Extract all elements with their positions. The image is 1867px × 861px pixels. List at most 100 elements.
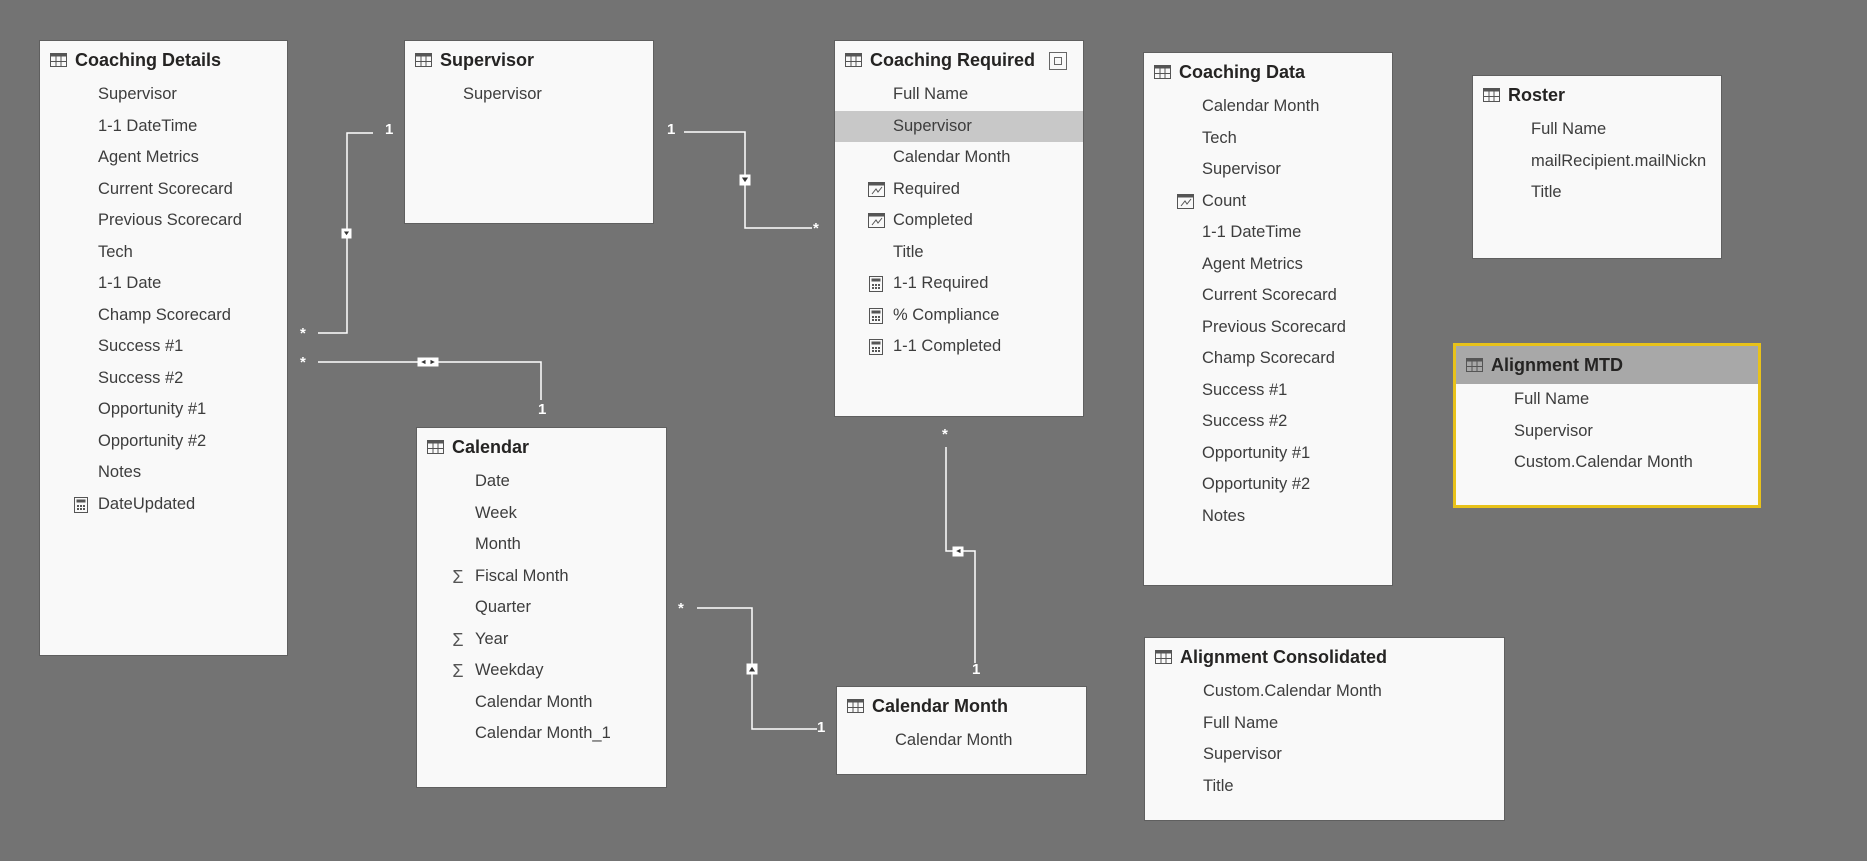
field-item[interactable]: Champ Scorecard (40, 300, 287, 332)
field-item[interactable]: Success #2 (1144, 406, 1392, 438)
field-label: Supervisor (463, 85, 542, 103)
table-header[interactable]: Alignment MTD (1456, 346, 1758, 384)
field-item[interactable]: Supervisor (1456, 416, 1758, 448)
table-title: Coaching Required (870, 49, 1036, 70)
field-item[interactable]: Supervisor (835, 110, 1083, 142)
field-item[interactable]: Title (835, 237, 1083, 269)
field-item[interactable]: Month (417, 529, 666, 561)
field-label: Title (893, 242, 924, 261)
field-item[interactable]: Custom.Calendar Month (1145, 676, 1504, 708)
field-item[interactable]: Tech (1144, 123, 1392, 155)
field-label: Current Scorecard (1202, 286, 1337, 304)
field-label: Tech (1202, 128, 1237, 147)
relationship-supervisor-coaching-required (684, 131, 812, 229)
field-item[interactable]: % Compliance (835, 300, 1083, 332)
field-item[interactable]: 1-1 Completed (835, 331, 1083, 363)
cardinality-many: * (678, 600, 684, 617)
field-item[interactable]: Supervisor (1144, 154, 1392, 186)
table-header[interactable]: Roster (1473, 76, 1721, 114)
field-item[interactable]: 1-1 DateTime (40, 111, 287, 143)
field-item[interactable]: Title (1145, 771, 1504, 803)
field-item[interactable]: Agent Metrics (40, 142, 287, 174)
field-label: Required (893, 179, 960, 198)
field-item[interactable]: Week (417, 498, 666, 530)
field-item[interactable]: Tech (40, 237, 287, 269)
table-icon (1155, 650, 1172, 664)
field-item[interactable]: Supervisor (1145, 739, 1504, 771)
field-item[interactable]: Champ Scorecard (1144, 343, 1392, 375)
field-item[interactable]: Notes (1144, 501, 1392, 533)
field-item[interactable]: Calendar Month (417, 687, 666, 719)
field-item[interactable]: Notes (40, 457, 287, 489)
field-item[interactable]: Quarter (417, 592, 666, 624)
field-item[interactable]: Opportunity #2 (1144, 469, 1392, 501)
field-item[interactable]: Previous Scorecard (40, 205, 287, 237)
table-title: Coaching Details (75, 49, 222, 70)
table-title: Alignment Consolidated (1180, 646, 1387, 667)
field-item[interactable]: Success #1 (40, 331, 287, 363)
field-item[interactable]: Full Name (1456, 384, 1758, 416)
cardinality-many: * (300, 354, 306, 371)
table-header[interactable]: Coaching Data (1144, 53, 1392, 91)
field-item[interactable]: Date (417, 466, 666, 498)
sigma-icon: Σ (452, 661, 464, 681)
field-item[interactable]: Supervisor (40, 79, 287, 111)
kpi-icon (868, 181, 885, 198)
cardinality-many: * (813, 220, 819, 237)
field-label: DateUpdated (98, 494, 196, 513)
field-item[interactable]: Required (835, 174, 1083, 206)
field-item[interactable]: Success #1 (1144, 375, 1392, 407)
table-header[interactable]: Coaching Required (835, 41, 1083, 79)
field-item[interactable]: Opportunity #1 (1144, 438, 1392, 470)
field-item[interactable]: Current Scorecard (1144, 280, 1392, 312)
field-item[interactable]: Custom.Calendar Month (1456, 447, 1758, 479)
field-item[interactable]: Calendar Month (1144, 91, 1392, 123)
field-item[interactable]: Agent Metrics (1144, 249, 1392, 281)
hierarchy-icon[interactable] (1049, 52, 1067, 70)
cardinality-one: 1 (385, 121, 394, 138)
table-header[interactable]: Coaching Details (40, 41, 287, 79)
field-item[interactable]: 1-1 DateTime (1144, 217, 1392, 249)
table-header[interactable]: Calendar (417, 428, 666, 466)
field-item[interactable]: 1-1 Date (40, 268, 287, 300)
field-item[interactable]: Completed (835, 205, 1083, 237)
field-item[interactable]: Full Name (835, 79, 1083, 111)
field-item[interactable]: Full Name (1145, 708, 1504, 740)
field-label: Year (475, 629, 509, 648)
field-item[interactable]: Current Scorecard (40, 174, 287, 206)
field-item[interactable]: Calendar Month_1 (417, 718, 666, 750)
field-item[interactable]: Count (1144, 186, 1392, 218)
field-label: Count (1202, 191, 1247, 210)
kpi-icon (1177, 193, 1194, 210)
field-item[interactable]: Calendar Month (837, 725, 1086, 757)
field-item[interactable]: Title (1473, 177, 1721, 209)
field-item[interactable]: Opportunity #2 (40, 426, 287, 458)
table-header[interactable]: Alignment Consolidated (1145, 638, 1504, 676)
field-item[interactable]: Supervisor (405, 79, 653, 111)
field-item[interactable]: Success #2 (40, 363, 287, 395)
field-item[interactable]: DateUpdated (40, 489, 287, 521)
field-item[interactable]: Calendar Month (835, 142, 1083, 174)
field-item[interactable]: Full Name (1473, 114, 1721, 146)
field-label: Opportunity #2 (98, 431, 207, 450)
field-item[interactable]: mailRecipient.mailNickn (1473, 146, 1721, 178)
cardinality-one: 1 (538, 401, 547, 418)
field-item[interactable]: Previous Scorecard (1144, 312, 1392, 344)
table-header[interactable]: Supervisor (405, 41, 653, 79)
field-item[interactable]: 1-1 Required (835, 268, 1083, 300)
field-label: Supervisor (1202, 160, 1281, 178)
field-item[interactable]: Opportunity #1 (40, 394, 287, 426)
table-header[interactable]: Calendar Month (837, 687, 1086, 725)
